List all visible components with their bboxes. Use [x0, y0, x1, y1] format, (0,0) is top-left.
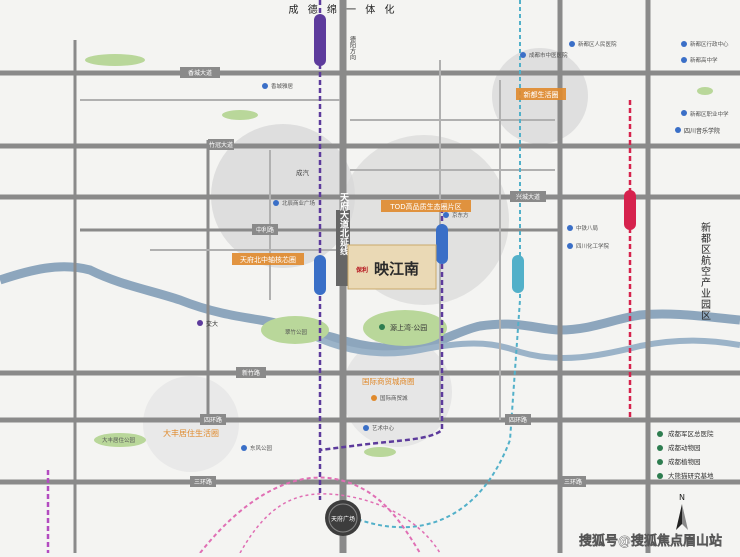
poi-sichuan-music: 四川音乐学院	[675, 127, 720, 135]
svg-text:北辰商业广场: 北辰商业广场	[282, 199, 316, 207]
svg-text:天府广场: 天府广场	[331, 515, 355, 523]
svg-text:京东方: 京东方	[452, 211, 469, 219]
poi-global-art: 艺术中心	[363, 424, 395, 432]
poi-tianfu-square: 天府广场	[325, 500, 361, 536]
poi-xindu-coll: 新都区职业中学	[681, 110, 729, 118]
park-small-3	[697, 87, 713, 95]
poi-cheng-qi: 成汽	[296, 168, 310, 177]
svg-text:四川音乐学院: 四川音乐学院	[684, 127, 720, 135]
road-label-sanhuan-2: 三环路	[564, 478, 582, 486]
svg-text:大熊猫研究基地: 大熊猫研究基地	[668, 471, 714, 480]
poi-global-port: 国际商贸城	[371, 394, 408, 402]
poi-jingdong: 京东方	[443, 211, 469, 219]
zone-label-xindu: 新都生活圈	[524, 90, 559, 99]
svg-text:大丰居住公园: 大丰居住公园	[102, 436, 136, 444]
metro-pink	[199, 476, 421, 554]
road-label-sihuan: 四环路	[204, 416, 222, 424]
zone-dafeng-circle	[143, 376, 239, 472]
metro-label-line18	[624, 190, 636, 230]
poi-xiang-ju: 香城雅居	[262, 82, 294, 90]
svg-text:新都区职业中学: 新都区职业中学	[690, 110, 729, 118]
svg-text:国际商贸城: 国际商贸城	[380, 394, 408, 402]
svg-text:东风公园: 东风公园	[250, 444, 273, 452]
north-arrow-icon: N	[676, 493, 688, 530]
direction-deyang: 德阳方向	[349, 35, 356, 60]
svg-text:翠竹公园: 翠竹公园	[285, 328, 308, 336]
park-north	[85, 54, 145, 66]
poi-dafeng-park: 大丰居住公园	[102, 436, 136, 444]
poi-xindu-people-hospital: 新都区人民医院	[569, 40, 617, 48]
metro-label-airport	[512, 255, 524, 293]
poi-beicheng-mall: 北辰商业广场	[273, 199, 316, 207]
svg-text:成汽: 成汽	[296, 168, 310, 177]
svg-text:成都动物园: 成都动物园	[668, 443, 701, 452]
watermark: 搜狐号@搜狐焦点眉山站	[579, 533, 722, 549]
poi-zhongwu: 中铁八局	[567, 224, 598, 232]
zone-label-trade: 国际商贸城商圈	[362, 376, 415, 386]
poi-beijing-hospital: 成都市中医医院	[520, 51, 568, 59]
svg-text:成都军区总医院: 成都军区总医院	[668, 429, 714, 438]
park-dafeng	[94, 433, 146, 447]
poi-yuan-shang-wan: 源上湾·公园	[379, 323, 427, 332]
poi-botanical: 成都植物园	[657, 457, 701, 466]
poi-xindu-high-school: 新都高中学	[681, 56, 718, 64]
metro-label-line1	[314, 14, 326, 66]
svg-text:源上湾·公园: 源上湾·公园	[390, 323, 427, 332]
svg-text:艺术中心: 艺术中心	[372, 424, 395, 432]
svg-text:四川化工学院: 四川化工学院	[576, 242, 610, 250]
road-label-xingcheng: 兴城大道	[516, 193, 540, 201]
svg-text:N: N	[679, 493, 685, 502]
poi-jiaoda: 交大	[197, 320, 218, 328]
river	[0, 262, 740, 353]
poi-sichuan-chemical: 四川化工学院	[567, 242, 610, 250]
road-label-zhonglu: 中利路	[256, 226, 274, 234]
svg-text:交大: 交大	[206, 320, 218, 328]
park-gongyuan	[261, 316, 329, 344]
river-branch	[298, 327, 740, 361]
svg-text:新都区行政中心: 新都区行政中心	[690, 40, 729, 48]
project-card	[347, 244, 437, 290]
road-label-xiangcheng: 香城大道	[188, 69, 212, 77]
metro-label-s3	[436, 224, 448, 264]
poi-panda: 大熊猫研究基地	[657, 471, 714, 480]
park-small-2	[364, 447, 396, 457]
road-label-sihuan-2: 四环路	[509, 416, 527, 424]
svg-text:新都区人民医院: 新都区人民医院	[578, 40, 617, 48]
project-name: 映江南	[374, 260, 419, 278]
svg-text:香城雅居: 香城雅居	[271, 82, 294, 90]
road-label-xinjia: 新竹路	[242, 369, 260, 377]
svg-text:新都高中学: 新都高中学	[690, 56, 718, 64]
project-badge: 保利	[355, 266, 368, 274]
zone-label-tod: TOD高品质生态圈片区	[389, 202, 461, 211]
park-yuan-shang-wan	[363, 310, 447, 346]
header-title: 成 德 绵 一 体 化	[289, 3, 398, 16]
road-label-tianfu-ave: 天府大道北延线	[338, 192, 350, 256]
svg-text:成都植物园: 成都植物园	[668, 457, 701, 466]
metro-airport	[359, 0, 521, 529]
road-label-zhuguan: 竹冠大道	[209, 141, 233, 149]
zone-label-tianfu-north: 天府北中轴核芯圈	[240, 255, 296, 264]
poi-chengdu-military: 成都军区总医院	[657, 429, 714, 438]
metro-label-line5	[314, 255, 326, 295]
poi-gongyuan: 翠竹公园	[285, 328, 308, 336]
svg-text:中铁八局: 中铁八局	[576, 224, 598, 232]
park-small-1	[222, 110, 258, 120]
poi-xindu-gov: 新都区行政中心	[681, 40, 729, 48]
zone-label-airport: 新都区航空产业园区	[699, 221, 711, 321]
zone-label-dafeng: 大丰居住生活圈	[163, 428, 219, 438]
road-label-sanhuan: 三环路	[194, 478, 212, 486]
poi-dongfang: 东风公园	[241, 444, 273, 452]
poi-zoo: 成都动物园	[657, 443, 701, 452]
svg-text:成都市中医医院: 成都市中医医院	[529, 51, 568, 59]
